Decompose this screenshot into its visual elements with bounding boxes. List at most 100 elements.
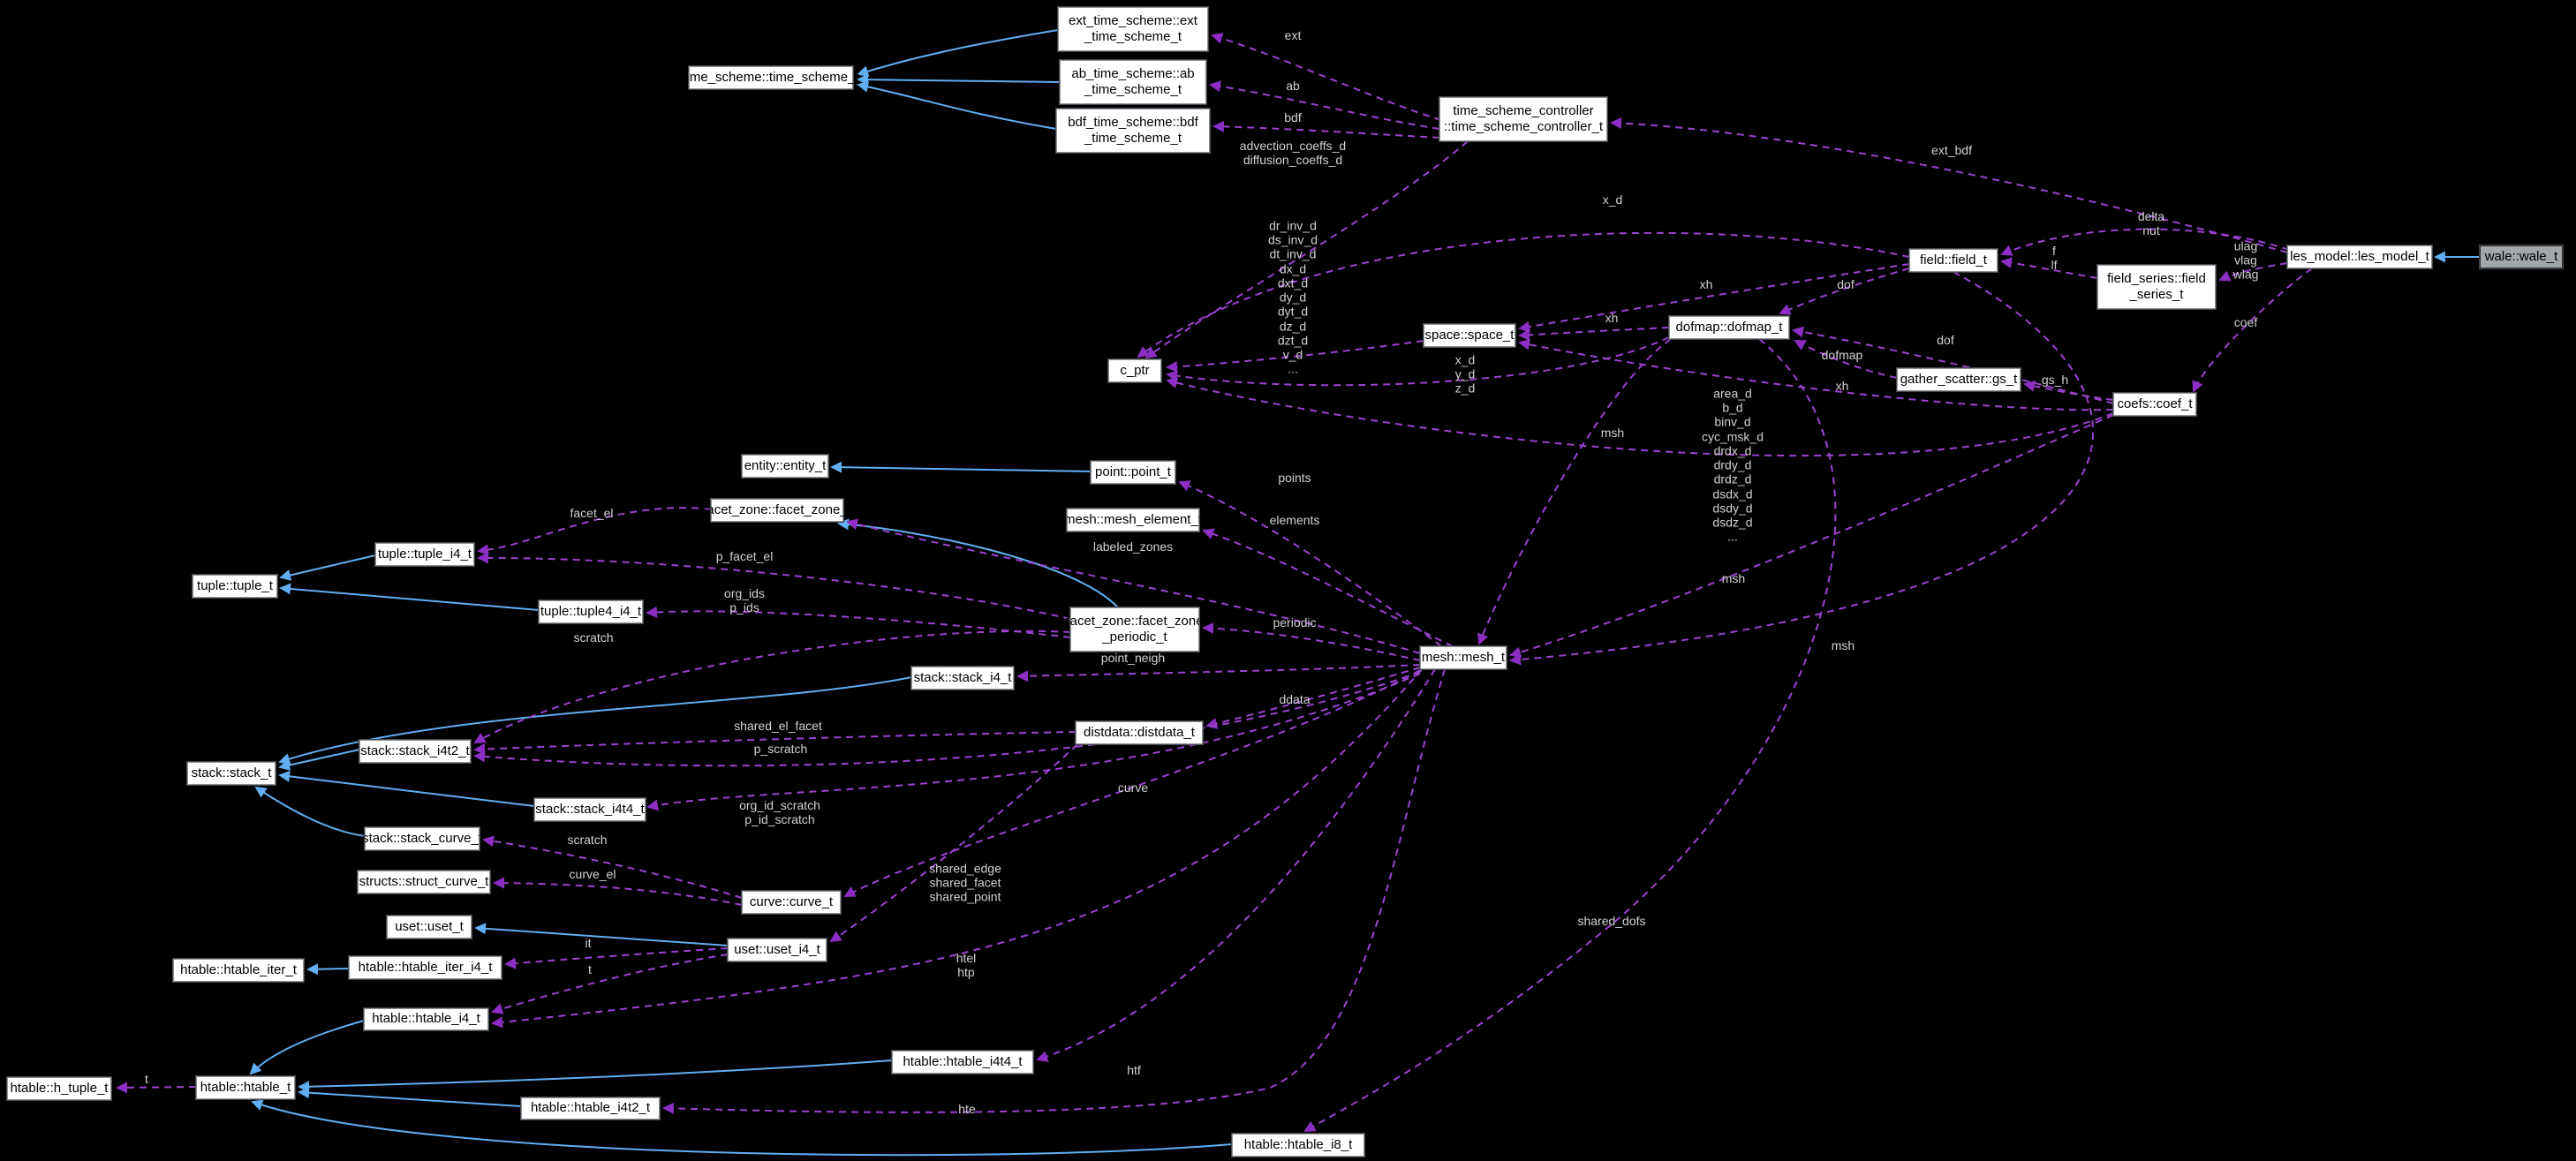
node-mesh_element[interactable]: mesh::mesh_element_t: [1064, 508, 1202, 532]
node-les_model[interactable]: les_model::les_model_t: [2286, 245, 2433, 269]
edge-usage-space-c_ptr: [1166, 340, 1424, 373]
node-controller[interactable]: time_scheme_controller ::time_scheme_con…: [1439, 96, 1608, 142]
edge-usage-htable_t-h_tuple: [116, 1082, 197, 1094]
node-dofmap[interactable]: dofmap::dofmap_t: [1668, 315, 1790, 340]
node-struct_curve[interactable]: structs::struct_curve_t: [357, 870, 491, 894]
edge-usage-field-mesh: [1509, 271, 2095, 666]
node-htable_i4t4[interactable]: htable::htable_i4t4_t: [891, 1050, 1034, 1074]
node-ab_ts[interactable]: ab_time_scheme::ab _time_scheme_t: [1059, 59, 1207, 105]
edge-usage-fz_periodic-tuple4: [646, 606, 1071, 638]
edge-usage-field_series-field: [2000, 257, 2098, 279]
edge-inherit-bdf_ts-time_scheme: [857, 80, 1057, 130]
edge-inherit-htable_i4-htable_t: [249, 1020, 365, 1075]
node-htable_t[interactable]: htable::htable_t: [195, 1075, 296, 1100]
node-field[interactable]: field::field_t: [1908, 248, 1998, 273]
edge-usage-les_model-coef: [2192, 268, 2313, 393]
node-c_ptr[interactable]: c_ptr: [1107, 358, 1162, 383]
node-stack_t[interactable]: stack::stack_t: [186, 761, 276, 786]
node-iter_t[interactable]: htable::htable_iter_t: [172, 958, 305, 983]
node-mesh[interactable]: mesh::mesh_t: [1419, 645, 1507, 670]
edge-usage-field-dofmap: [1779, 268, 1910, 315]
node-coef[interactable]: coefs::coef_t: [2112, 392, 2197, 417]
node-stack_i4t4[interactable]: stack::stack_i4t4_t: [533, 797, 646, 822]
edge-usage-coef-gs: [2023, 381, 2114, 401]
edge-usage-les_model-field_series: [2218, 262, 2288, 282]
node-tuple_i4[interactable]: tuple::tuple_i4_t: [374, 542, 475, 567]
edge-usage-coef-space: [1518, 338, 2114, 411]
node-wale[interactable]: wale::wale_t: [2479, 245, 2564, 269]
edge-inherit-fz_periodic-facet_zone: [837, 518, 1119, 608]
edge-usage-dofmap-space: [1518, 327, 1670, 341]
edge-inherit-stack_i4t4-stack_t: [278, 770, 535, 807]
edge-usage-dofmap-mesh: [1477, 338, 1672, 645]
node-stack_i4[interactable]: stack::stack_i4_t: [910, 666, 1015, 690]
edge-usage-facet_zone-tuple_i4: [477, 507, 712, 556]
edge-usage-fz_periodic-stack_i4t2: [473, 630, 1071, 743]
node-tuple4[interactable]: tuple::tuple4_i4_t: [538, 599, 644, 624]
edge-usage-coef-mesh: [1509, 414, 2114, 659]
edge-usage-fz_periodic-tuple_i4: [477, 552, 1071, 620]
edge-usage-mesh-curve: [843, 669, 1421, 897]
edge-usage-controller-c_ptr: [1144, 140, 1469, 359]
edge-usage-mesh-htable_i4: [491, 668, 1423, 1029]
node-entity[interactable]: entity::entity_t: [741, 454, 829, 479]
node-h_tuple[interactable]: htable::h_tuple_t: [6, 1076, 112, 1101]
edge-inherit-uset_i4-uset: [474, 923, 729, 946]
edge-usage-mesh-htable_i4t4: [1036, 668, 1436, 1062]
node-uset_i4[interactable]: uset::uset_i4_t: [727, 938, 827, 962]
node-htable_i8[interactable]: htable::htable_i8_t: [1231, 1133, 1365, 1157]
edge-usage-coef-c_ptr: [1166, 377, 2114, 457]
edge-inherit-ab_ts-time_scheme: [857, 73, 1061, 86]
edge-usage-controller-ext_ts: [1211, 33, 1442, 121]
edge-usage-controller-ab_ts: [1209, 80, 1440, 130]
edge-usage-curve-struct_curve: [493, 877, 743, 906]
node-fz_periodic[interactable]: facet_zone::facet_zone _periodic_t: [1066, 607, 1204, 652]
edge-usage-mesh-htable_i4t2: [662, 668, 1446, 1114]
edge-usage-distdata-stack_i4t2: [473, 731, 1076, 756]
edge-inherit-point-entity: [830, 461, 1092, 473]
edge-usage-field-c_ptr: [1137, 231, 1910, 358]
node-curve[interactable]: curve::curve_t: [741, 890, 842, 915]
node-gs[interactable]: gather_scatter::gs_t: [1896, 367, 2021, 392]
node-bdf_ts[interactable]: bdf_time_scheme::bdf _time_scheme_t: [1055, 108, 1211, 154]
edge-usage-dofmap-htable_i8: [1303, 338, 1837, 1132]
edge-usage-curve-stack_curve: [482, 835, 743, 899]
node-uset[interactable]: uset::uset_t: [386, 915, 472, 939]
edge-usage-mesh-distdata: [1205, 667, 1421, 729]
edge-usage-uset_i4-htable_i4: [491, 954, 729, 1014]
node-stack_i4t2[interactable]: stack::stack_i4t2_t: [359, 739, 472, 764]
edge-inherit-stack_curve-stack_t: [254, 786, 366, 837]
edge-usage-controller-bdf_ts: [1212, 120, 1440, 139]
edge-usage-mesh-facet_zone: [846, 518, 1421, 654]
edge-usage-dofmap-c_ptr: [1166, 336, 1670, 387]
edge-usage-distdata-uset_i4: [829, 743, 1078, 943]
edge-inherit-ext_ts-time_scheme: [857, 29, 1059, 77]
node-ext_ts[interactable]: ext_time_scheme::ext _time_scheme_t: [1057, 6, 1209, 52]
edge-usage-mesh-stack_i4: [1016, 664, 1421, 682]
node-stack_curve[interactable]: stack::stack_curve_t: [362, 826, 482, 851]
node-facet_zone[interactable]: facet_zone::facet_zone_t: [703, 498, 851, 523]
edge-usage-coef-dofmap: [1792, 326, 2114, 404]
edge-usage-les_model-controller: [1610, 117, 2288, 253]
node-distdata[interactable]: distdata::distdata_t: [1075, 720, 1204, 745]
node-point[interactable]: point::point_t: [1090, 460, 1176, 485]
edge-usage-gs-dofmap: [1794, 340, 1898, 379]
node-tuple[interactable]: tuple::tuple_t: [192, 574, 278, 599]
edge-inherit-htable_i4t4-htable_t: [298, 1059, 893, 1093]
edge-inherit-htable_i4t2-htable_t: [298, 1087, 522, 1107]
node-time_scheme[interactable]: time_scheme::time_scheme_t: [683, 65, 859, 90]
node-space[interactable]: space::space_t: [1423, 323, 1516, 348]
edge-usage-field-space: [1518, 263, 1910, 333]
edge-usage-mesh-fz_periodic: [1202, 622, 1421, 661]
node-field_series[interactable]: field_series::field _series_t: [2096, 264, 2217, 310]
node-iter_i4[interactable]: htable::htable_iter_i4_t: [348, 955, 502, 980]
edge-inherit-stack_i4t2-stack_t: [278, 749, 360, 771]
node-htable_i4t2[interactable]: htable::htable_i4t2_t: [520, 1097, 661, 1120]
edge-inherit-tuple4-tuple: [279, 583, 540, 611]
node-htable_i4[interactable]: htable::htable_i4_t: [363, 1007, 489, 1031]
edge-inherit-htable_i8-htable_t: [251, 1099, 1233, 1157]
edge-usage-uset_i4-iter_i4: [504, 947, 729, 969]
edge-usage-mesh-mesh_element: [1202, 528, 1454, 647]
